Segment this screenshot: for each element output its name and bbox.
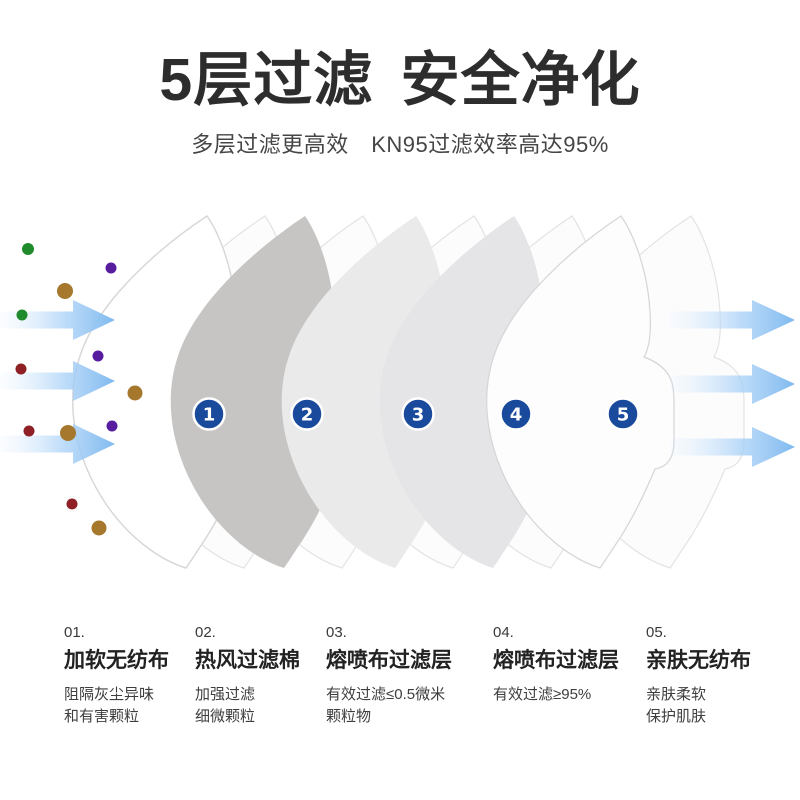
particle-dot-brown	[60, 425, 76, 441]
number-badge-2: 2	[290, 397, 324, 431]
legend-desc-line: 颗粒物	[326, 708, 372, 725]
particle-dot-green	[16, 309, 28, 321]
legend-layer-3: 03. 熔喷布过滤层 有效过滤≤0.5微米 颗粒物	[326, 624, 452, 728]
page-title: 5层过滤 安全净化	[159, 47, 641, 113]
badge-circle	[499, 397, 533, 431]
airflow-out-arrows	[670, 300, 795, 467]
badge-circle	[192, 397, 226, 431]
badge-number: 1	[203, 405, 216, 426]
particle-dot-red	[15, 363, 27, 375]
legend-title: 加软无纺布	[64, 649, 169, 672]
legend-desc-line: 细微颗粒	[195, 708, 256, 725]
page-subtitle: 多层过滤更高效 KN95过滤效率高达95%	[191, 132, 609, 157]
particle-dot-green	[22, 243, 34, 255]
number-badge-1: 1	[192, 397, 226, 431]
layer-number-badges: 1 2 3 4 5	[192, 397, 640, 431]
legend-desc-line: 加强过滤	[195, 686, 256, 703]
legend-number: 04.	[493, 624, 514, 641]
legend-desc-line: 保护肌肤	[646, 708, 707, 725]
particle-dot-red	[23, 425, 35, 437]
legend-title: 熔喷布过滤层	[493, 649, 619, 672]
legend-layer-1: 01. 加软无纺布 阻隔灰尘异味 和有害颗粒	[64, 624, 169, 728]
legend-title: 热风过滤棉	[195, 649, 300, 672]
legend-desc-line: 有效过滤≥95%	[493, 686, 592, 703]
number-badge-4: 4	[499, 397, 533, 431]
badge-circle	[401, 397, 435, 431]
legend-number: 05.	[646, 624, 667, 641]
particle-dot-purple	[106, 420, 118, 432]
airflow-in-arrows	[0, 300, 115, 464]
legend-title: 亲肤无纺布	[646, 649, 751, 672]
legend-desc-line: 阻隔灰尘异味	[64, 686, 155, 703]
badge-circle	[606, 397, 640, 431]
particle-dot-brown	[57, 283, 73, 299]
legend-desc-line: 和有害颗粒	[64, 708, 140, 725]
particle-dot-purple	[105, 262, 117, 274]
badge-number: 2	[301, 405, 314, 426]
legend-layer-4: 04. 熔喷布过滤层 有效过滤≥95%	[493, 624, 619, 706]
particle-dot-brown	[127, 385, 143, 401]
legend-desc-line: 有效过滤≤0.5微米	[326, 686, 446, 703]
particle-dot-red	[66, 498, 78, 510]
particle-dots	[15, 243, 143, 536]
number-badge-3: 3	[401, 397, 435, 431]
legend-layer-5: 05. 亲肤无纺布 亲肤柔软 保护肌肤	[646, 624, 751, 728]
legend-number: 02.	[195, 624, 216, 641]
number-badge-5: 5	[606, 397, 640, 431]
legend-number: 03.	[326, 624, 347, 641]
legend-desc-line: 亲肤柔软	[646, 686, 707, 703]
badge-number: 5	[617, 405, 630, 426]
legend-title: 熔喷布过滤层	[326, 649, 452, 672]
badge-circle	[290, 397, 324, 431]
badge-number: 4	[510, 405, 523, 426]
legend-number: 01.	[64, 624, 85, 641]
badge-number: 3	[412, 405, 425, 426]
particle-dot-brown	[91, 520, 107, 536]
legend-layer-2: 02. 热风过滤棉 加强过滤 细微颗粒	[195, 624, 300, 728]
particle-dot-purple	[92, 350, 104, 362]
